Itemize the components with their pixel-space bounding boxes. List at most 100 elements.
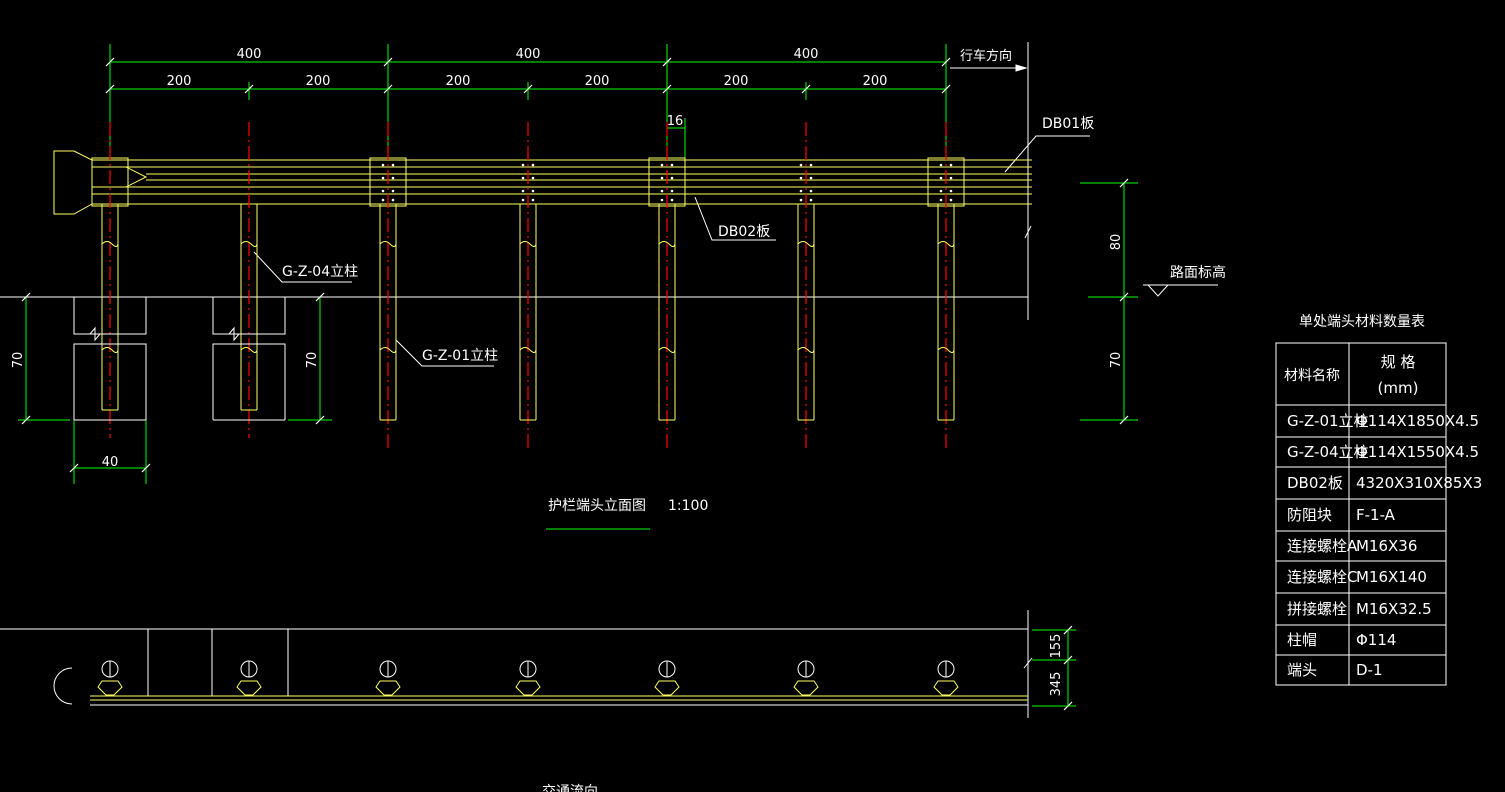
traffic-tag-text: 行车方向 bbox=[960, 48, 1012, 64]
bolt bbox=[660, 163, 664, 167]
bolt bbox=[799, 163, 803, 167]
table-cell-spec: Φ114 bbox=[1356, 631, 1396, 649]
bolt bbox=[531, 176, 535, 180]
plan-end-terminal bbox=[53, 667, 73, 705]
dim-text-400-3: 400 bbox=[794, 47, 819, 62]
table-header-unit: (mm) bbox=[1378, 379, 1419, 397]
dim-text-200-4: 200 bbox=[585, 74, 610, 89]
table-grid bbox=[1275, 342, 1447, 686]
drawing-scale: 1:100 bbox=[668, 498, 708, 514]
table-cell-spec: Φ114X1850X4.5 bbox=[1356, 412, 1479, 430]
material-table: 单处端头材料数量表 G-Z-01立柱Φ114X1850X4.5G-Z-04立柱Φ… bbox=[1275, 314, 1482, 686]
bolt bbox=[949, 176, 953, 180]
label-traffic-direction: 交通流向 bbox=[542, 783, 598, 792]
plan-break-mark bbox=[1023, 657, 1033, 669]
bolt bbox=[391, 176, 395, 180]
bolt bbox=[939, 163, 943, 167]
bolt bbox=[660, 176, 664, 180]
dim-text-200-5: 200 bbox=[724, 74, 749, 89]
dim-text-155: 155 bbox=[1049, 634, 1064, 659]
table-cell-name: DB02板 bbox=[1287, 474, 1343, 492]
callout-labels: DB01板 DB02板 G-Z-04立柱 G-Z-01立柱 路面标高 护栏端头立… bbox=[282, 116, 1226, 792]
dim-text-200-3: 200 bbox=[446, 74, 471, 89]
dim-text-16: 16 bbox=[667, 114, 684, 129]
bolt bbox=[531, 163, 535, 167]
plan-block-out bbox=[236, 680, 262, 696]
label-road-elevation: 路面标高 bbox=[1170, 264, 1226, 281]
dim-text-40: 40 bbox=[102, 455, 119, 470]
table-cell-name: 防阻块 bbox=[1287, 506, 1332, 524]
plan-block-out bbox=[515, 680, 541, 696]
table-cell-spec: Φ114X1550X4.5 bbox=[1356, 443, 1479, 461]
dim-text-70-right: 70 bbox=[1109, 352, 1124, 369]
dimension-ticks bbox=[21, 57, 1129, 711]
post-break-mark bbox=[101, 241, 119, 247]
bolt bbox=[381, 198, 385, 202]
plan-block-out bbox=[933, 680, 959, 696]
table-cell-spec: M16X36 bbox=[1356, 537, 1417, 555]
post-break-mark bbox=[379, 347, 397, 353]
post-break-mark bbox=[101, 347, 119, 353]
posts-group bbox=[73, 122, 955, 448]
bolt bbox=[799, 176, 803, 180]
bolt bbox=[939, 176, 943, 180]
table-cell-spec: F-1-A bbox=[1356, 506, 1396, 524]
bolt bbox=[809, 176, 813, 180]
bolt bbox=[391, 189, 395, 193]
table-cell-name: 拼接螺栓 bbox=[1287, 600, 1347, 618]
footing-bottom bbox=[73, 343, 147, 420]
post-break-mark bbox=[937, 347, 955, 353]
post-break-mark bbox=[937, 241, 955, 247]
bolt bbox=[809, 198, 813, 202]
table-header-name: 材料名称 bbox=[1284, 368, 1340, 384]
footing-bottom bbox=[212, 343, 286, 420]
footing-top bbox=[73, 297, 147, 335]
post-break-mark bbox=[519, 347, 537, 353]
table-cell-spec: D-1 bbox=[1356, 661, 1383, 679]
bolt bbox=[670, 198, 674, 202]
dim-text-70-left: 70 bbox=[11, 352, 26, 369]
dim-text-70-mid: 70 bbox=[305, 352, 320, 369]
bolt bbox=[521, 163, 525, 167]
dim-text-200-6: 200 bbox=[863, 74, 888, 89]
bolt bbox=[949, 189, 953, 193]
dim-text-80: 80 bbox=[1109, 234, 1124, 251]
table-cell-spec: M16X32.5 bbox=[1356, 600, 1432, 618]
bolt bbox=[521, 198, 525, 202]
label-gz01: G-Z-01立柱 bbox=[422, 348, 498, 364]
bolt bbox=[391, 198, 395, 202]
footing-break bbox=[89, 326, 101, 342]
bolt bbox=[521, 189, 525, 193]
dim-text-400-2: 400 bbox=[516, 47, 541, 62]
bolt bbox=[809, 189, 813, 193]
plan-block-out bbox=[97, 680, 123, 696]
bolt bbox=[799, 189, 803, 193]
table-cell-name: G-Z-01立柱 bbox=[1287, 412, 1369, 430]
dimension-lines bbox=[18, 44, 1138, 707]
bolt bbox=[660, 189, 664, 193]
post-break-mark bbox=[519, 241, 537, 247]
label-db01: DB01板 bbox=[1042, 116, 1094, 132]
guardrail-beam bbox=[53, 150, 1032, 215]
bolt bbox=[949, 163, 953, 167]
bolt bbox=[670, 176, 674, 180]
dim-text-400-1: 400 bbox=[237, 47, 262, 62]
table-header-spec: 规 格 bbox=[1381, 353, 1416, 371]
plan-block-out bbox=[793, 680, 819, 696]
table-cell-name: 连接螺栓C bbox=[1287, 568, 1357, 586]
table-title: 单处端头材料数量表 bbox=[1299, 314, 1425, 330]
post-break-mark bbox=[797, 241, 815, 247]
dim-text-200-2: 200 bbox=[306, 74, 331, 89]
bolt bbox=[799, 198, 803, 202]
plan-block-out bbox=[654, 680, 680, 696]
table-cell-name: 端头 bbox=[1287, 661, 1317, 679]
bolt bbox=[809, 163, 813, 167]
bolt bbox=[381, 176, 385, 180]
label-gz04: G-Z-04立柱 bbox=[282, 264, 358, 280]
post-break-mark bbox=[658, 241, 676, 247]
dimension-texts: 400 400 400 200 200 200 200 200 200 16 8… bbox=[11, 47, 1124, 696]
footing-top bbox=[212, 297, 286, 335]
table-rows: G-Z-01立柱Φ114X1850X4.5G-Z-04立柱Φ114X1550X4… bbox=[1276, 412, 1482, 679]
footing-break bbox=[228, 326, 240, 342]
